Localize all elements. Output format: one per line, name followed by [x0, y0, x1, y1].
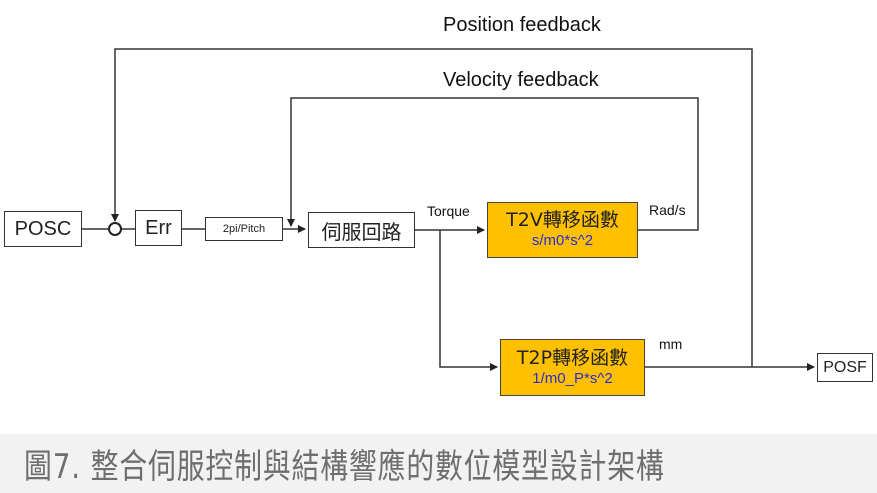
wire-torque-to-t2p [439, 230, 498, 371]
summing-junction [108, 222, 122, 236]
figure-caption-text: 圖7. 整合伺服控制與結構響應的數位模型設計架構 [24, 447, 665, 487]
wire-velocity-feedback [287, 97, 699, 231]
t2v-formula: s/m0*s^2 [531, 232, 594, 250]
posf-label: POSF [823, 358, 867, 376]
wire-position-feedback [111, 48, 753, 367]
t2p-title: T2P轉移函數 [516, 346, 629, 369]
gain-block: 2pi/Pitch [205, 217, 283, 241]
torque-label: Torque [427, 203, 470, 219]
mm-label: mm [659, 336, 683, 352]
gain-label: 2pi/Pitch [222, 223, 266, 235]
t2v-title: T2V轉移函數 [506, 209, 619, 232]
t2v-transfer-block: T2V轉移函數 s/m0*s^2 [487, 202, 638, 258]
servo-loop-block: 伺服回路 [308, 212, 415, 248]
posc-block: POSC [4, 211, 82, 247]
figure-caption: 圖7. 整合伺服控制與結構響應的數位模型設計架構 [0, 434, 877, 493]
err-block: Err [135, 210, 182, 246]
rad-s-label: Rad/s [649, 202, 686, 218]
t2p-formula: 1/m0_P*s^2 [532, 369, 613, 387]
velocity-feedback-label: Velocity feedback [443, 69, 599, 91]
position-feedback-label: Position feedback [443, 14, 601, 36]
posc-label: POSC [14, 217, 72, 240]
block-diagram-wires [82, 48, 815, 371]
posf-block: POSF [817, 353, 873, 382]
t2p-transfer-block: T2P轉移函數 1/m0_P*s^2 [500, 339, 645, 396]
servo-loop-label: 伺服回路 [321, 219, 402, 244]
err-label: Err [145, 216, 172, 239]
